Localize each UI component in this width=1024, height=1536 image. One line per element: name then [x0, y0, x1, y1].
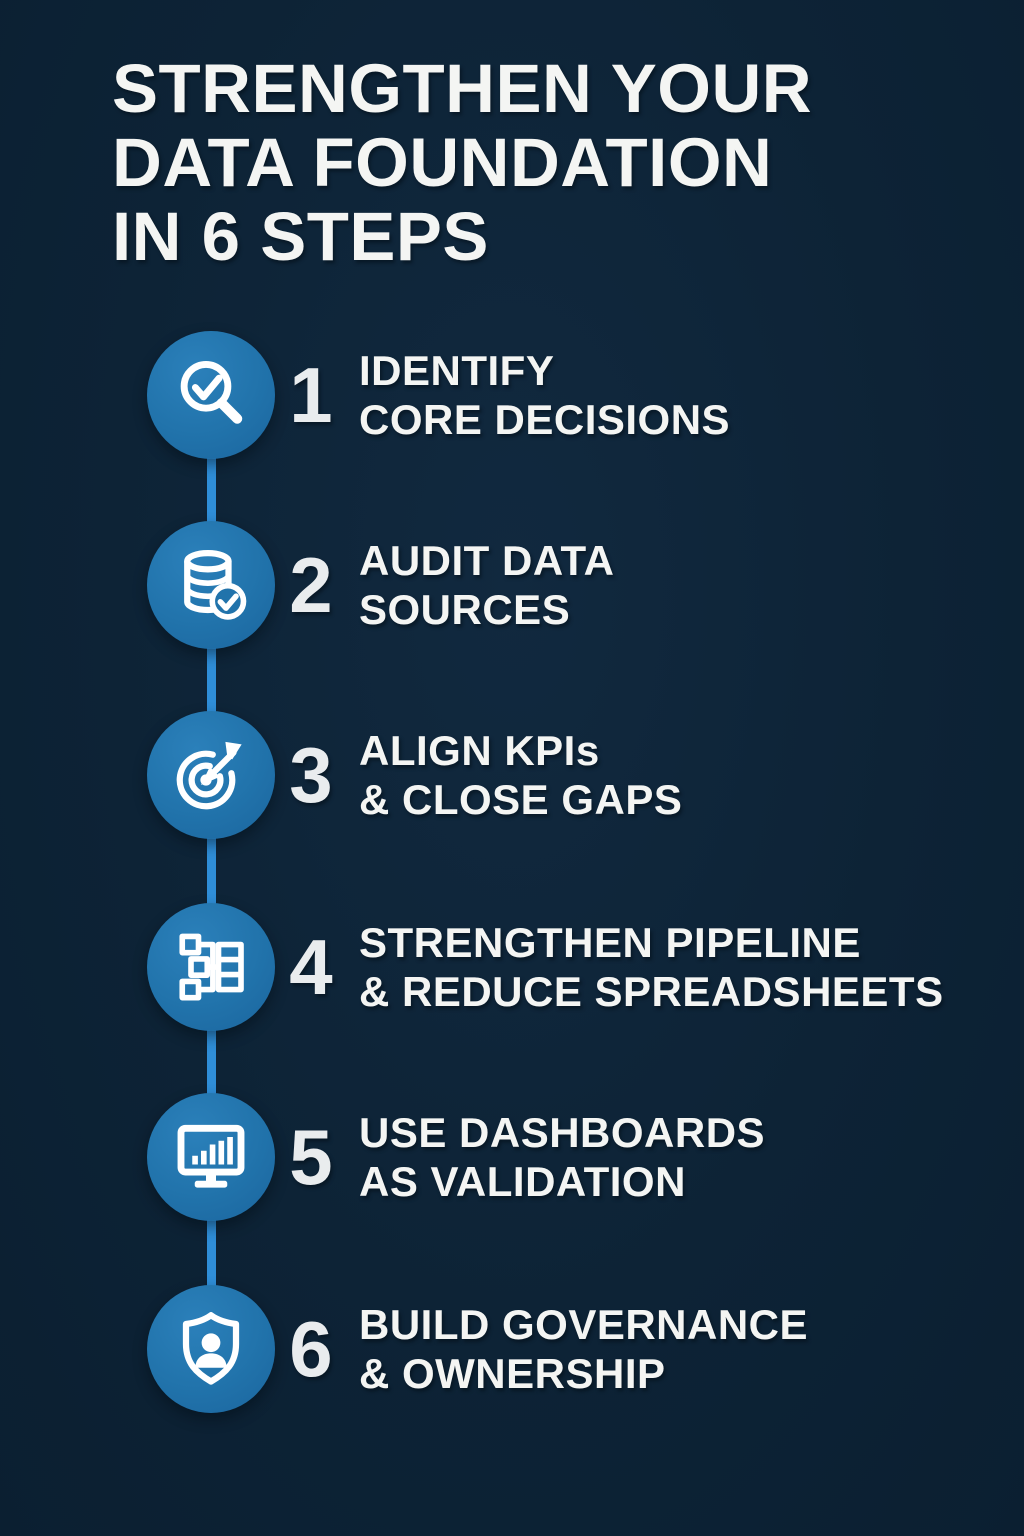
flowchart-icon [171, 927, 251, 1007]
step-3-icon-circle [147, 711, 275, 839]
step-5-label-line-1: USE DASHBOARDS [359, 1109, 766, 1156]
step-4-label-line-1: STRENGTHEN PIPELINE [359, 919, 861, 966]
step-item-6: 6 BUILD GOVERNANCE & OWNERSHIP [147, 1254, 808, 1444]
step-item-1: 1 IDENTIFY CORE DECISIONS [147, 300, 730, 490]
step-4-icon-circle [147, 903, 275, 1031]
step-3-label-line-1: ALIGN KPIs [359, 727, 600, 774]
step-item-2: 2 AUDIT DATA SOURCES [147, 490, 614, 680]
step-3-label: ALIGN KPIs & CLOSE GAPS [359, 726, 682, 824]
dashboard-monitor-icon [171, 1117, 251, 1197]
database-check-icon [171, 545, 251, 625]
step-5-number: 5 [289, 1112, 333, 1201]
step-1-label-line-1: IDENTIFY [359, 347, 555, 394]
magnifier-check-icon [171, 355, 251, 435]
step-6-label-line-1: BUILD GOVERNANCE [359, 1301, 809, 1348]
step-1-number: 1 [289, 350, 333, 439]
step-1-icon-circle [147, 331, 275, 459]
shield-user-icon [171, 1309, 251, 1389]
step-6-icon-circle [147, 1285, 275, 1413]
step-2-label: AUDIT DATA SOURCES [359, 536, 614, 634]
target-arrow-icon [171, 735, 251, 815]
step-2-icon-circle [147, 521, 275, 649]
step-1-label: IDENTIFY CORE DECISIONS [359, 346, 730, 444]
title-line-3: IN 6 STEPS [112, 198, 489, 275]
step-6-label-line-2: & OWNERSHIP [359, 1350, 666, 1397]
step-5-label-line-2: AS VALIDATION [359, 1158, 686, 1205]
step-item-4: 4 STRENGTHEN PIPELINE & REDUCE SPREADSHE… [147, 872, 944, 1062]
step-5-icon-circle [147, 1093, 275, 1221]
title-line-2: DATA FOUNDATION [112, 124, 773, 201]
step-4-label: STRENGTHEN PIPELINE & REDUCE SPREADSHEET… [359, 918, 944, 1016]
step-2-label-line-1: AUDIT DATA [359, 537, 615, 584]
step-4-label-line-2: & REDUCE SPREADSHEETS [359, 968, 944, 1015]
step-3-label-line-2: & CLOSE GAPS [359, 776, 683, 823]
step-1-label-line-2: CORE DECISIONS [359, 396, 731, 443]
step-item-5: 5 USE DASHBOARDS AS VALIDATION [147, 1062, 765, 1252]
step-3-number: 3 [289, 730, 333, 819]
step-6-label: BUILD GOVERNANCE & OWNERSHIP [359, 1300, 808, 1398]
timeline-connector-line [207, 395, 216, 1349]
step-item-3: 3 ALIGN KPIs & CLOSE GAPS [147, 680, 682, 870]
step-4-number: 4 [289, 922, 333, 1011]
title-line-1: STRENGTHEN YOUR [112, 50, 813, 127]
step-5-label: USE DASHBOARDS AS VALIDATION [359, 1108, 765, 1206]
page-title: STRENGTHEN YOUR DATA FOUNDATION IN 6 STE… [112, 52, 812, 274]
step-2-number: 2 [289, 540, 333, 629]
step-6-number: 6 [289, 1304, 333, 1393]
step-2-label-line-2: SOURCES [359, 586, 571, 633]
